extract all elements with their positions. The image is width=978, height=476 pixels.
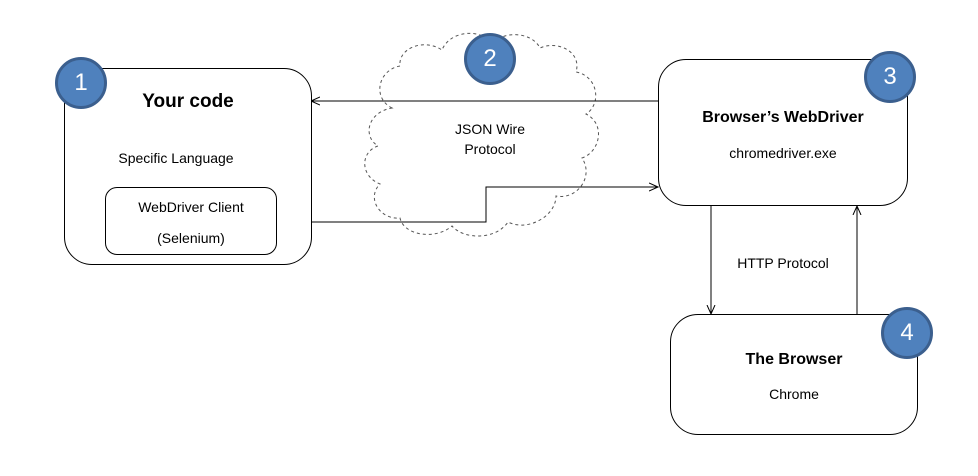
browser-webdriver-title: Browser’s WebDriver (702, 109, 864, 126)
the-browser-box (670, 314, 918, 435)
step-badge-1: 1 (55, 57, 107, 109)
json-wire-label: JSON Wire (455, 121, 525, 137)
arrow-code-to-webdriver (311, 187, 658, 223)
json-wire-cloud (364, 32, 599, 237)
chromedriver-label: chromedriver.exe (729, 145, 837, 161)
step-badge-2: 2 (464, 33, 516, 85)
webdriver-client-label: WebDriver Client (138, 199, 244, 215)
webdriver-client-box (105, 187, 277, 255)
specific-language-label: Specific Language (108, 150, 244, 166)
step-badge-4: 4 (881, 307, 933, 359)
protocol-label: Protocol (464, 141, 516, 157)
step-badge-3: 3 (864, 51, 916, 103)
the-browser-title: The Browser (745, 351, 843, 368)
selenium-label: (Selenium) (157, 230, 225, 246)
your-code-title: Your code (142, 91, 234, 112)
http-protocol-label: HTTP Protocol (737, 255, 829, 271)
chrome-label: Chrome (769, 386, 819, 402)
